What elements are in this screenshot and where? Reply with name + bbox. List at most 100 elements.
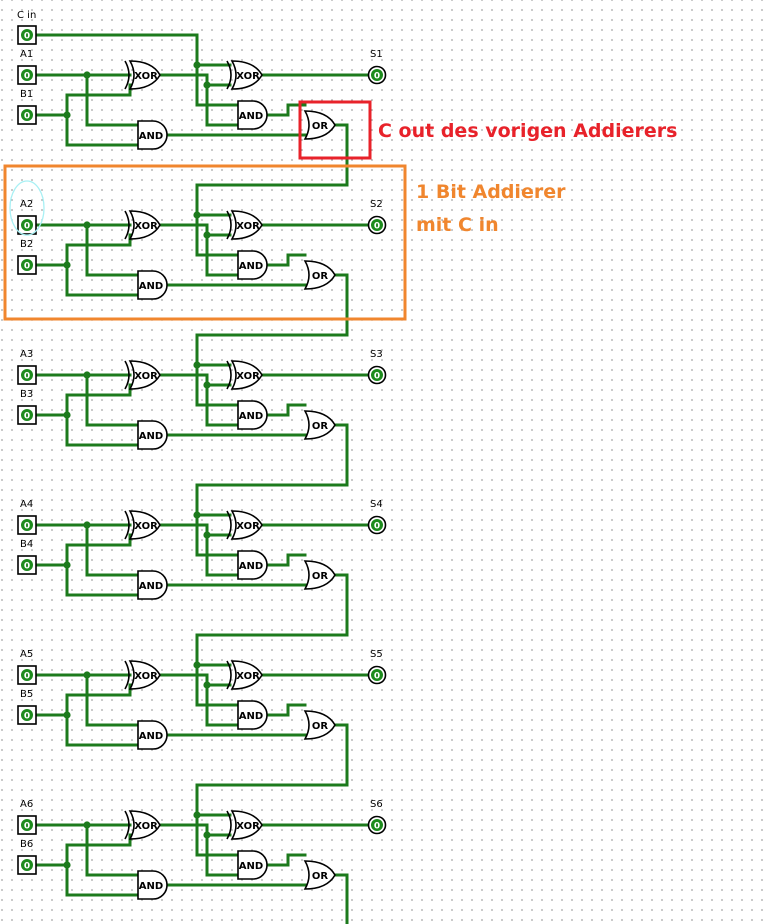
output-pin-state — [371, 819, 383, 831]
and-gate-body — [237, 700, 268, 730]
xor-gate-extra-arc — [226, 510, 232, 540]
input-pin-state — [21, 409, 33, 421]
and-gate-body — [137, 120, 168, 150]
wire-junction — [83, 371, 91, 379]
xor-gate-body — [128, 210, 161, 240]
xor-gate-4a: XOR — [124, 510, 161, 540]
adder-block-highlight-box — [3, 164, 407, 321]
xor-gate-extra-arc — [226, 660, 232, 690]
xor-gate-6a: XOR — [124, 810, 161, 840]
wire-carry-out5 — [195, 723, 349, 817]
and-gate-6b: AND — [237, 850, 268, 880]
wires-layer — [33, 33, 379, 924]
input-pin-a1[interactable]: 0 — [17, 65, 37, 85]
input-pin-a3[interactable]: 0 — [17, 365, 37, 385]
and-gate-2b: AND — [237, 250, 268, 280]
gate-label: AND — [239, 111, 263, 122]
wire-xor1-to-and2 — [205, 83, 240, 127]
wire-a-to-and — [85, 673, 140, 727]
wire-junction — [193, 811, 201, 819]
components-layer: XORANDXORANDOR000A1B1S1XORANDXORANDOR000… — [17, 10, 387, 900]
xor-gate-5a: XOR — [124, 660, 161, 690]
wire-junction — [63, 111, 71, 119]
input-pin-a2[interactable]: 0 — [17, 215, 37, 235]
wire-junction — [83, 221, 91, 229]
xor-gate-body — [128, 60, 161, 90]
and-gate-3a: AND — [137, 420, 168, 450]
output-pin-value: 0 — [374, 522, 380, 532]
or-gate-3: OR — [303, 410, 336, 440]
wire-xor1-out — [158, 373, 232, 387]
label-a1: A1 — [20, 49, 33, 60]
adder-block-annotation-line1: 1 Bit Addierer — [416, 181, 566, 203]
wire-b-to-and — [65, 713, 140, 747]
gate-label: OR — [312, 121, 329, 132]
input-pin-value: 0 — [24, 862, 30, 872]
xor-gate-3a: XOR — [124, 360, 161, 390]
input-pin-a5[interactable]: 0 — [17, 665, 37, 685]
input-pin-b1[interactable]: 0 — [17, 105, 37, 125]
adder-block-annotation-line2: mit C in — [416, 214, 499, 236]
input-pin-a4[interactable]: 0 — [17, 515, 37, 535]
input-pin-b3[interactable]: 0 — [17, 405, 37, 425]
input-pin-a6[interactable]: 0 — [17, 815, 37, 835]
wire-b5 — [33, 683, 132, 717]
gate-label: AND — [139, 881, 163, 892]
and-gate-body — [237, 100, 268, 130]
xor-gate-extra-arc — [226, 810, 232, 840]
xor-gate-extra-arc — [124, 360, 130, 390]
and-gate-1a: AND — [137, 120, 168, 150]
gate-label: XOR — [236, 71, 260, 82]
xor-gate-body — [128, 360, 161, 390]
label-cin: C in — [17, 10, 36, 21]
wire-junction — [83, 71, 91, 79]
gate-label: OR — [312, 421, 329, 432]
wire-b3 — [33, 383, 132, 417]
wire-b-to-and — [65, 863, 140, 897]
input-pin-value: 0 — [24, 412, 30, 422]
xor-gate-body — [230, 60, 263, 90]
label-b1: B1 — [20, 89, 33, 100]
input-pin-b6[interactable]: 0 — [17, 855, 37, 875]
and-gate-6a: AND — [137, 870, 168, 900]
input-pin-cin[interactable]: 0 — [17, 25, 37, 45]
input-pin-b2[interactable]: 0 — [17, 255, 37, 275]
and-gate-body — [237, 850, 268, 880]
wire-b-to-and — [65, 563, 140, 597]
and-gate-2a: AND — [137, 270, 168, 300]
gate-label: AND — [239, 411, 263, 422]
xor-gate-1a: XOR — [124, 60, 161, 90]
input-pin-value: 0 — [24, 522, 30, 532]
input-pin-b4[interactable]: 0 — [17, 555, 37, 575]
wire-carry-out2 — [195, 273, 349, 367]
output-pin-s5: 0 — [367, 665, 387, 685]
wire-carry-to-and2 — [195, 663, 240, 707]
xor-gate-body — [230, 210, 263, 240]
wire-carry-to-and2 — [195, 63, 240, 107]
and-gate-5a: AND — [137, 720, 168, 750]
wire-and2-to-or — [264, 703, 307, 717]
label-a5: A5 — [20, 649, 33, 660]
carry-out-annotation: C out des vorigen Addierers — [378, 120, 678, 142]
input-pin-b5[interactable]: 0 — [17, 705, 37, 725]
input-pin-state — [21, 109, 33, 121]
xor-gate-body — [230, 510, 263, 540]
input-pin-value: 0 — [24, 372, 30, 382]
xor-gate-extra-arc — [124, 210, 130, 240]
output-pin-s3: 0 — [367, 365, 387, 385]
wire-b2 — [33, 233, 132, 267]
input-pin-value: 0 — [24, 112, 30, 122]
gate-label: OR — [312, 571, 329, 582]
and-gate-body — [137, 420, 168, 450]
input-pin-value: 0 — [24, 32, 30, 42]
input-pin-value: 0 — [24, 562, 30, 572]
gate-label: XOR — [236, 671, 260, 682]
label-b2: B2 — [20, 239, 33, 250]
wire-junction — [63, 711, 71, 719]
carry-in-wire — [33, 33, 199, 67]
gate-label: AND — [239, 261, 263, 272]
wire-a-to-and — [85, 73, 140, 127]
wire-a-to-and — [85, 223, 140, 277]
wire-and2-to-or — [264, 403, 307, 417]
input-pin-state — [21, 559, 33, 571]
